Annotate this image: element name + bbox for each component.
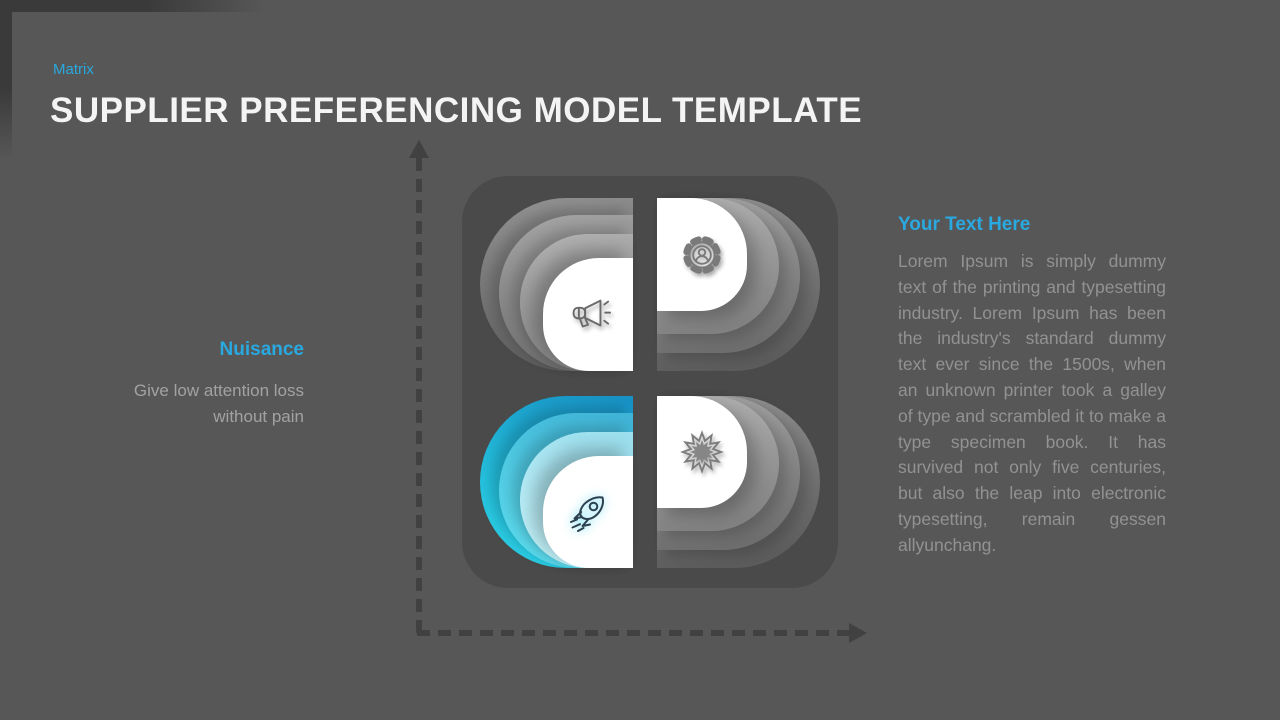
your-text-body: Lorem Ipsum is simply dummy text of the … — [898, 251, 1166, 555]
corner-shadow-top — [0, 0, 265, 12]
starburst-icon — [680, 430, 724, 474]
x-axis-arrowhead-icon — [849, 623, 867, 643]
nuisance-heading: Nuisance — [219, 339, 304, 360]
quadrant-top-left — [480, 198, 633, 371]
gear-user-icon — [683, 235, 721, 274]
nuisance-description: Give low attention loss without pain — [133, 381, 304, 426]
y-axis-arrowhead-icon — [409, 140, 429, 158]
quadrant-bottom-left — [480, 396, 633, 568]
quadrant-top-right — [657, 198, 820, 371]
quadrant-bottom-right — [657, 396, 820, 568]
your-text-heading: Your Text Here — [898, 214, 1031, 235]
slide-title: SUPPLIER PREFERENCING MODEL TEMPLATE — [50, 91, 863, 130]
your-text-block: Your Text Here Lorem Ipsum is simply dum… — [898, 214, 1166, 559]
quadrant-inner-card — [657, 396, 747, 508]
nuisance-label-block: Nuisance Give low attention loss without… — [60, 339, 304, 430]
quadrant-inner-card — [543, 456, 633, 568]
megaphone-icon — [572, 299, 611, 327]
corner-shadow-left — [0, 0, 12, 160]
quadrant-inner-card — [657, 198, 747, 311]
rocket-icon — [570, 496, 604, 532]
quadrant-inner-card — [543, 258, 633, 371]
y-axis-dashed-line — [416, 158, 422, 636]
slide-category-label: Matrix — [53, 61, 94, 78]
x-axis-dashed-line — [417, 630, 849, 636]
